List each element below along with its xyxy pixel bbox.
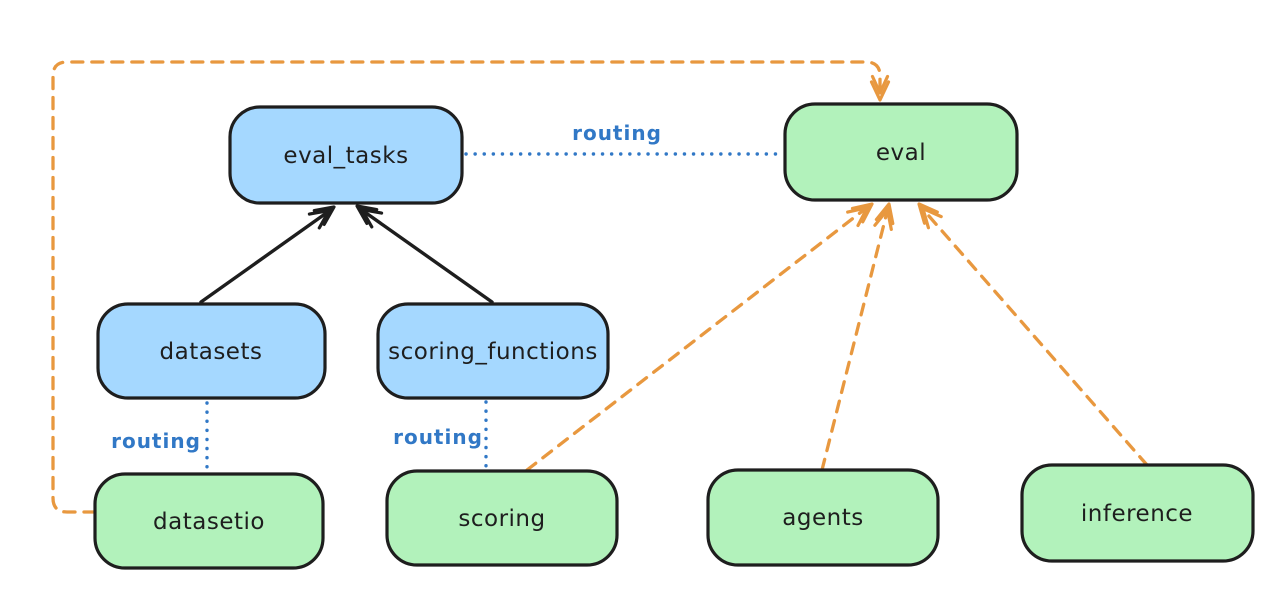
node-agents: agents [706,468,940,567]
edge-datasetio-to-eval-arrowhead-inner [870,74,890,95]
edge-scoring-functions-to-eval-tasks-path [357,206,494,304]
edge-scoring-functions-to-scoring-label: routing [393,425,483,449]
edge-scoring-to-eval-path [525,204,871,472]
edge-datasetio-to-eval-path [51,60,882,514]
edge-agents-to-eval-path [820,206,890,472]
node-datasets: datasets [96,302,327,400]
edge-scoring-to-eval-arrowhead-inner [846,206,869,228]
edge-datasets-to-datasetio-label: routing [111,429,201,453]
node-datasets-shape [96,302,327,400]
edge-agents-to-eval-arrowhead-inner [873,208,893,231]
edge-inference-to-eval-arrowhead [917,202,939,225]
node-scoring-functions-label: scoring_functions [388,339,598,365]
node-agents-shape [706,468,940,567]
node-eval: eval [783,102,1019,202]
edge-datasets-to-eval-tasks-path [199,207,334,304]
edge-scoring-to-eval-arrowhead [850,202,874,224]
node-eval-shape [783,102,1019,202]
edge-datasets-to-eval-tasks-arrowhead-inner [307,208,331,230]
node-scoring-functions-shape [376,302,610,400]
node-datasetio-label: datasetio [153,509,265,535]
node-inference-shape [1020,463,1255,563]
node-scoring-functions: scoring_functions [376,302,610,400]
node-datasets-label: datasets [160,339,263,365]
node-eval-label: eval [876,140,926,166]
node-datasetio-shape [93,472,325,570]
edge-eval-tasks-to-eval-label: routing [572,121,662,145]
node-eval-tasks: eval_tasks [228,105,464,205]
edge-inference-to-eval-path [919,205,1149,467]
edge-agents-to-eval-arrowhead [874,202,895,226]
node-datasetio: datasetio [93,472,325,570]
node-inference: inference [1020,463,1255,563]
node-scoring-shape [385,469,619,567]
node-scoring-label: scoring [458,506,545,532]
edge-scoring-functions-to-eval-tasks-arrowhead [355,204,379,225]
edge-inference-to-eval-arrowhead-inner [921,206,943,230]
node-agents-label: agents [782,505,863,531]
edge-datasetio-to-eval-arrowhead [869,80,891,102]
node-eval-tasks-label: eval_tasks [283,143,408,169]
node-inference-label: inference [1081,501,1193,527]
node-eval-tasks-shape [228,105,464,205]
edge-datasets-to-eval-tasks-arrowhead [312,205,336,226]
edge-scoring-functions-to-eval-tasks-arrowhead-inner [360,207,384,229]
node-scoring: scoring [385,469,619,567]
